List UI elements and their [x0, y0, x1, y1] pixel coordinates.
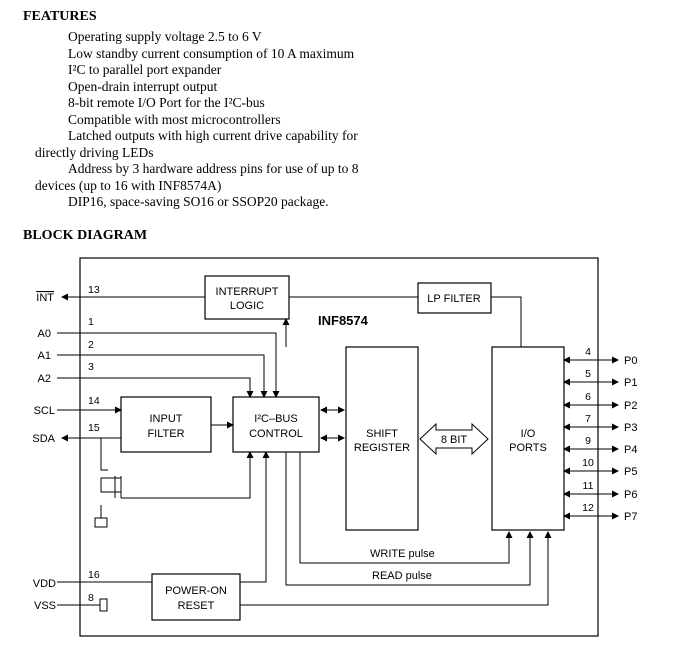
pin-a0-name: A0 — [38, 328, 51, 340]
pin-p2-name: P2 — [624, 400, 637, 412]
interrupt-logic-label-1: INTERRUPT — [216, 286, 279, 298]
feature-item: I²C to parallel port expander — [68, 62, 222, 77]
pin-a0-num: 1 — [88, 316, 94, 328]
pin-p5-num: 10 — [582, 457, 594, 469]
pin-p1-num: 5 — [585, 368, 591, 380]
lp-filter-block — [417, 282, 492, 314]
power-on-reset-block — [151, 573, 241, 621]
pin-a1-num: 2 — [88, 339, 94, 351]
pin-vdd-name: VDD — [33, 578, 56, 590]
pin-p7-name: P7 — [624, 511, 637, 523]
pin-int-num: 13 — [88, 284, 100, 296]
feature-item: Open-drain interrupt output — [68, 79, 218, 94]
pin-p4-num: 9 — [585, 435, 591, 447]
input-filter-label-1: INPUT — [150, 413, 183, 425]
pin-vss-name: VSS — [34, 600, 56, 612]
bus-width-label: 8 BIT — [441, 434, 468, 446]
interrupt-logic-label-2: LOGIC — [230, 300, 264, 312]
read-pulse-label: READ pulse — [372, 570, 432, 582]
pin-p2-num: 6 — [585, 391, 591, 403]
feature-item: 8-bit remote I/O Port for the I²C-bus — [68, 95, 265, 110]
shift-register-block — [345, 346, 419, 531]
pin-p4-name: P4 — [624, 444, 637, 456]
pin-p6-num: 11 — [583, 480, 594, 492]
feature-item: devices (up to 16 with INF8574A) — [35, 178, 222, 193]
feature-item: Compatible with most microcontrollers — [68, 112, 281, 127]
feature-item: Low standby current consumption of 10 A … — [68, 46, 355, 61]
pin-p0-num: 4 — [585, 346, 591, 358]
feature-item: Operating supply voltage 2.5 to 6 V — [68, 29, 262, 44]
input-filter-label-2: FILTER — [147, 428, 184, 440]
write-pulse-label: WRITE pulse — [370, 548, 435, 560]
power-on-reset-label-2: RESET — [178, 600, 215, 612]
pin-p3-name: P3 — [624, 422, 637, 434]
shift-register-label-2: REGISTER — [354, 442, 410, 454]
chip-name: INF8574 — [318, 313, 369, 328]
pin-vdd-num: 16 — [88, 569, 100, 581]
pin-p0-name: P0 — [624, 355, 637, 367]
pin-a2-num: 3 — [88, 361, 94, 373]
i2c-control-label-2: CONTROL — [249, 428, 303, 440]
io-ports-label-2: PORTS — [509, 442, 547, 454]
pin-p3-num: 7 — [585, 413, 591, 425]
features-heading: FEATURES — [23, 9, 97, 24]
pin-p1-name: P1 — [624, 377, 637, 389]
pin-sda-name: SDA — [32, 433, 55, 445]
feature-item: Address by 3 hardware address pins for u… — [68, 161, 359, 176]
pin-sda-num: 15 — [88, 422, 100, 434]
pin-vss-num: 8 — [88, 592, 94, 604]
power-on-reset-label-1: POWER-ON — [165, 585, 227, 597]
feature-item: Latched outputs with high current drive … — [68, 128, 358, 143]
feature-item: DIP16, space-saving SO16 or SSOP20 packa… — [68, 194, 329, 209]
feature-item: directly driving LEDs — [35, 145, 154, 160]
pin-scl-name: SCL — [34, 405, 55, 417]
i2c-control-label-1: I²C–BUS — [254, 413, 297, 425]
shift-register-label-1: SHIFT — [366, 428, 398, 440]
pin-p7-num: 12 — [582, 502, 594, 514]
pin-scl-num: 14 — [88, 395, 100, 407]
io-ports-block — [491, 346, 565, 531]
pin-int-name: INT — [36, 292, 54, 304]
block-diagram-heading: BLOCK DIAGRAM — [23, 228, 148, 243]
pin-a2-name: A2 — [38, 373, 51, 385]
pin-p6-name: P6 — [624, 489, 637, 501]
io-ports-label-1: I/O — [521, 428, 536, 440]
pin-p5-name: P5 — [624, 466, 637, 478]
lp-filter-label: LP FILTER — [427, 293, 480, 305]
pin-a1-name: A1 — [38, 350, 51, 362]
